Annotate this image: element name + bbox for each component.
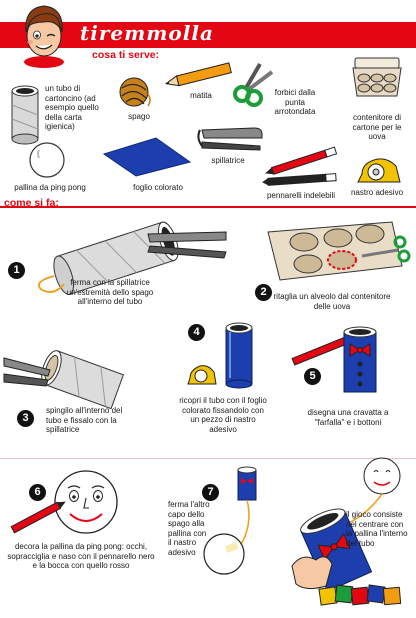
string-ball-icon [119,77,151,107]
material-string-label: spago [128,112,150,121]
markers-icon [262,146,338,186]
step-6-number: 6 [29,484,46,501]
step-5-text: disegna una cravatta a "farfalla" e i bo… [307,408,389,427]
material-ball-label: pallina da ping pong [14,183,86,192]
ping-pong-ball-icon [29,142,65,178]
material-scissors-label: forbici dalla punta arrotondata [274,88,316,116]
step-6-text: decora la pallina da ping pong: occhi, s… [7,542,155,570]
material-markers-label: pennarelli indelebili [266,191,336,200]
final-game-illustration [291,457,401,592]
step-3-tube-stapler-illustration [3,350,125,410]
section-divider [0,206,416,208]
material-paper-label: foglio colorato [133,183,183,192]
step-1-text: ferma con la spillatrice un'estremità de… [66,278,154,306]
step-divider [0,458,416,459]
step-4-text: ricopri il tubo con il foglio colorato f… [179,396,267,434]
step-7-number: 7 [202,484,219,501]
final-note: il gioco consiste nel centrare con la pa… [346,510,408,548]
pencil-icon [164,62,232,87]
material-stapler-label: spillatrice [211,156,245,165]
step-4-number: 4 [188,324,205,341]
page-title: tiremmolla [80,21,214,45]
step-2-text: ritaglia un alveolo dal contenitore dell… [273,292,391,311]
step-7-ball-string-illustration [203,466,257,575]
instructions-heading: come si fa: [4,197,59,209]
step-7-text: ferma l'altro capo dello spago alla pall… [168,500,210,557]
step-2-egg-box-illustration [267,221,411,281]
brand-logo-mark [318,584,402,606]
materials-heading: cosa ti serve: [92,49,160,61]
header-bar [0,22,416,48]
tape-dispenser-icon [357,158,401,183]
step-2-number: 2 [255,284,272,301]
step-5-decorated-tube-illustration [291,326,377,393]
mascot-boy-illustration [24,5,64,68]
material-tube-label: un tubo di cartoncino (ad esempio quello… [45,84,99,131]
stapler-icon [197,127,263,151]
step-3-text: spingilo all'interno del tubo e fissalo … [46,406,123,434]
step-1-number: 1 [8,262,25,279]
step-5-number: 5 [304,368,321,385]
scissors-icon [233,62,274,107]
step-4-blue-tube-illustration [187,322,253,389]
cardboard-tube-illustration [11,85,39,145]
material-egg-box-label: contenitore di cartone per le uova [352,113,402,141]
egg-box-illustration [352,57,402,97]
material-tape-label: nastro adesivo [350,188,404,197]
step-1-tube-stapler-illustration [38,221,227,295]
material-pencil-label: matita [190,91,212,100]
step-3-number: 3 [17,410,34,427]
brand-logo [318,584,414,614]
colored-paper-icon [102,137,192,177]
step-6-ping-pong-face-illustration [10,470,118,534]
